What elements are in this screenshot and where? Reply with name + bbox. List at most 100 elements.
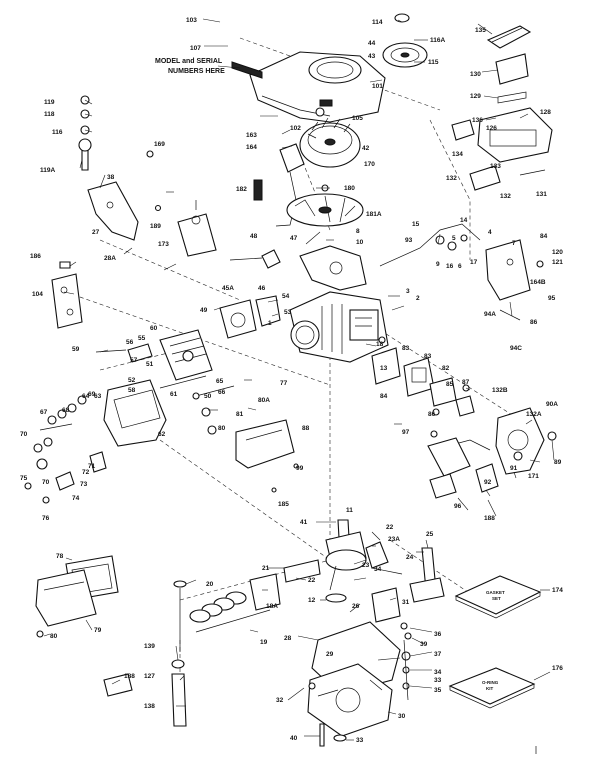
part-label-170: 170	[364, 161, 375, 168]
part-label-83: 83	[402, 345, 410, 352]
part-label-116A: 116A	[430, 37, 445, 44]
bracket	[87, 174, 139, 241]
part-label-94C: 94C	[510, 345, 522, 352]
part-label-127: 127	[144, 673, 155, 680]
part-label-102: 102	[290, 125, 301, 132]
part-label-38: 38	[107, 174, 115, 181]
part-label-52: 52	[128, 377, 136, 384]
crankcase	[307, 621, 401, 747]
part-label-86: 86	[530, 319, 538, 326]
part-label-43: 43	[368, 53, 376, 60]
part-label-118: 118	[44, 111, 55, 118]
part-label-119: 119	[44, 99, 55, 106]
flywheel	[299, 107, 361, 168]
part-label-61: 61	[170, 391, 178, 398]
part-label-174: 174	[552, 587, 563, 594]
part-label-69: 69	[88, 391, 96, 398]
part-label-103: 103	[186, 17, 197, 24]
part-label-65: 65	[216, 378, 224, 385]
cylinder-head	[95, 329, 235, 435]
governor-linkage	[379, 223, 544, 321]
oil-fill-parts	[400, 622, 412, 701]
blower-housing	[231, 51, 386, 123]
part-label-188: 188	[484, 515, 495, 522]
part-label-46: 46	[258, 285, 266, 292]
part-label-16: 16	[446, 263, 454, 270]
o-ring-kit-label-line2: KIT	[486, 686, 494, 691]
part-label-42: 42	[362, 145, 370, 152]
part-label-13: 13	[380, 365, 388, 372]
part-label-54: 54	[282, 293, 290, 300]
part-label-37: 37	[434, 651, 442, 658]
part-label-129: 129	[470, 93, 481, 100]
part-label-53: 53	[284, 309, 292, 316]
part-label-128: 128	[540, 109, 551, 116]
part-label-182: 182	[236, 186, 247, 193]
part-label-164: 164	[246, 144, 257, 151]
part-label-44: 44	[368, 40, 376, 47]
part-label-84-b: 84	[380, 393, 388, 400]
part-label-185: 185	[278, 501, 289, 508]
part-label-92: 92	[484, 479, 492, 486]
leader-lines	[43, 18, 555, 741]
part-label-20: 20	[206, 581, 214, 588]
part-label-93: 93	[405, 237, 413, 244]
part-label-88: 88	[302, 425, 310, 432]
part-label-29: 29	[326, 651, 334, 658]
part-label-114: 114	[372, 19, 383, 26]
part-label-23: 23	[362, 562, 370, 569]
part-label-40: 40	[290, 735, 298, 742]
muffler-plate	[51, 261, 83, 329]
part-label-139: 139	[144, 643, 155, 650]
part-label-82: 82	[442, 365, 450, 372]
part-label-121: 121	[552, 259, 563, 266]
part-label-18A: 18A	[266, 603, 278, 610]
part-label-132A: 132A	[526, 411, 542, 418]
part-label-79: 79	[94, 627, 102, 634]
part-label-164B: 164B	[530, 279, 546, 286]
part-label-63: 63	[94, 393, 102, 400]
part-label-57: 57	[130, 357, 138, 364]
part-label-36: 36	[434, 631, 442, 638]
part-label-56: 56	[126, 339, 134, 346]
part-number-labels: 103 107 114 44 43 116A 115 135 130 129 1…	[20, 17, 563, 744]
part-label-132: 132	[446, 175, 457, 182]
part-label-80A: 80A	[258, 397, 270, 404]
part-label-86-b: 86	[428, 411, 436, 418]
part-label-25: 25	[426, 531, 434, 538]
dipstick-tube	[103, 580, 187, 727]
part-label-50: 50	[204, 393, 212, 400]
part-label-133: 133	[490, 163, 501, 170]
part-label-28: 28	[284, 635, 292, 642]
part-label-22-b: 22	[386, 524, 394, 531]
part-label-180: 180	[344, 185, 355, 192]
part-label-59: 59	[72, 346, 80, 353]
part-label-119A: 119A	[40, 167, 55, 174]
part-label-176: 176	[552, 665, 563, 672]
part-label-8: 8	[356, 228, 360, 235]
part-label-90A: 90A	[546, 401, 558, 408]
camshaft-valves	[365, 541, 445, 623]
part-label-97: 97	[402, 429, 410, 436]
cylinder-block	[289, 291, 389, 363]
part-label-80-b: 80	[50, 633, 58, 640]
part-label-4: 4	[488, 229, 492, 236]
intake-gasket	[219, 295, 281, 339]
part-label-39: 39	[420, 641, 428, 648]
model-serial-note-line1: MODEL and SERIAL	[155, 58, 223, 65]
part-label-77: 77	[280, 380, 288, 387]
part-label-74: 74	[72, 495, 80, 502]
gasket-set-label-line1: GASKET	[486, 590, 505, 595]
part-label-11: 11	[346, 507, 353, 514]
part-label-80: 80	[218, 425, 226, 432]
part-label-130: 130	[470, 71, 481, 78]
part-label-33-b: 33	[356, 737, 364, 744]
model-serial-note-line2: NUMBERS HERE	[168, 68, 225, 75]
part-label-35: 35	[434, 687, 442, 694]
muffler	[24, 379, 167, 504]
crankshaft	[325, 519, 367, 603]
o-ring-kit-label-line1: O-RING	[482, 680, 499, 685]
part-label-138: 138	[144, 703, 155, 710]
part-label-21: 21	[262, 565, 270, 572]
